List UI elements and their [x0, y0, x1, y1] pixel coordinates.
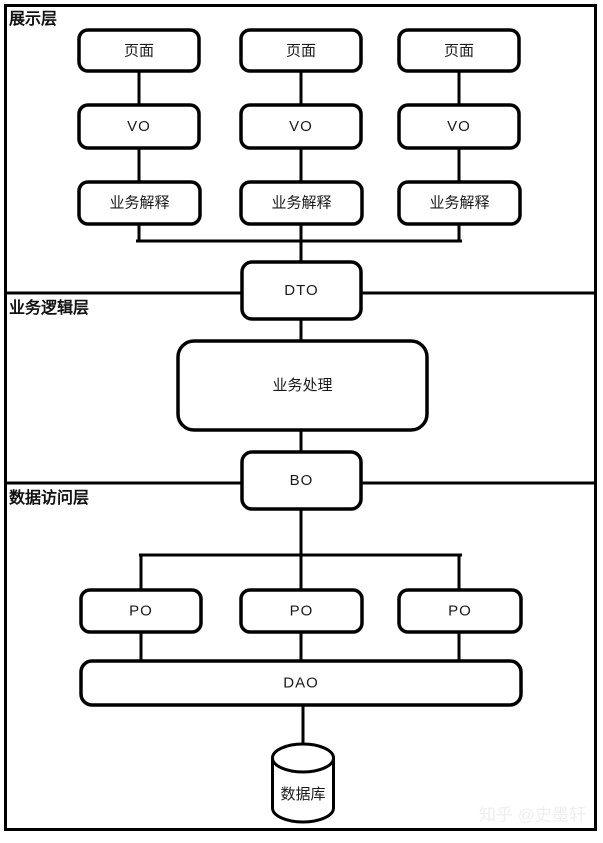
- node-dao-label: DAO: [283, 674, 319, 691]
- node-vo-3-label: VO: [447, 118, 471, 135]
- node-po-2-label: PO: [290, 602, 314, 619]
- node-interpreter-1-label: 业务解释: [109, 194, 169, 211]
- node-database[interactable]: 数据库: [271, 742, 335, 824]
- node-database-cylinder-body: [271, 758, 335, 824]
- node-database-label: 数据库: [280, 786, 325, 803]
- node-page-1[interactable]: 页面: [77, 28, 201, 73]
- node-interpreter-2-box: [239, 180, 364, 226]
- node-interpreter-1[interactable]: 业务解释: [77, 180, 202, 226]
- node-database-cylinder-top: [271, 742, 335, 774]
- node-interpreter-2[interactable]: 业务解释: [239, 180, 364, 226]
- node-po-2[interactable]: PO: [239, 588, 364, 634]
- node-dto-label: DTO: [284, 282, 318, 299]
- node-business-process-label: 业务处理: [272, 377, 332, 394]
- node-vo-1-label: VO: [127, 118, 151, 135]
- node-interpreter-3-box: [397, 180, 522, 226]
- node-interpreter-1-box: [77, 180, 202, 226]
- node-vo-2-label: VO: [289, 118, 313, 135]
- node-vo-2[interactable]: VO: [239, 103, 363, 150]
- layer-label-data-access: 数据访问层: [9, 488, 89, 507]
- node-interpreter-3-label: 业务解释: [429, 194, 489, 211]
- node-po-1-box: [79, 588, 203, 634]
- node-page-3-label: 页面: [444, 42, 474, 59]
- node-po-3-box: [397, 588, 523, 634]
- node-dto[interactable]: DTO: [240, 260, 363, 321]
- node-dto-box: [240, 260, 363, 321]
- diagram-frame: [4, 4, 597, 831]
- node-page-3[interactable]: 页面: [397, 28, 521, 73]
- node-page-1-box: [77, 28, 201, 73]
- node-vo-2-box: [239, 103, 363, 150]
- node-po-2-box: [239, 588, 364, 634]
- node-business-process[interactable]: 业务处理: [176, 339, 429, 432]
- node-po-3-label: PO: [448, 602, 472, 619]
- node-po-1-label: PO: [129, 602, 153, 619]
- node-dao[interactable]: DAO: [79, 659, 523, 707]
- node-bo-label: BO: [290, 472, 314, 489]
- layer-label-business-logic: 业务逻辑层: [9, 298, 89, 317]
- node-interpreter-3[interactable]: 业务解释: [397, 180, 522, 226]
- node-po-3[interactable]: PO: [397, 588, 523, 634]
- node-interpreter-2-label: 业务解释: [271, 194, 331, 211]
- node-business-process-box: [176, 339, 429, 432]
- node-vo-3-box: [397, 103, 521, 150]
- node-bo[interactable]: BO: [240, 450, 363, 511]
- node-dao-box: [79, 659, 523, 707]
- layer-label-presentation: 展示层: [9, 10, 57, 28]
- node-bo-box: [240, 450, 363, 511]
- node-vo-1-box: [77, 103, 201, 150]
- watermark: 知乎 @史墨轩: [479, 805, 586, 824]
- node-po-1[interactable]: PO: [79, 588, 203, 634]
- node-page-2-label: 页面: [286, 42, 316, 59]
- node-vo-1[interactable]: VO: [77, 103, 201, 150]
- node-vo-3[interactable]: VO: [397, 103, 521, 150]
- node-page-1-label: 页面: [124, 42, 154, 59]
- node-page-3-box: [397, 28, 521, 73]
- node-page-2[interactable]: 页面: [239, 28, 363, 73]
- node-page-2-box: [239, 28, 363, 73]
